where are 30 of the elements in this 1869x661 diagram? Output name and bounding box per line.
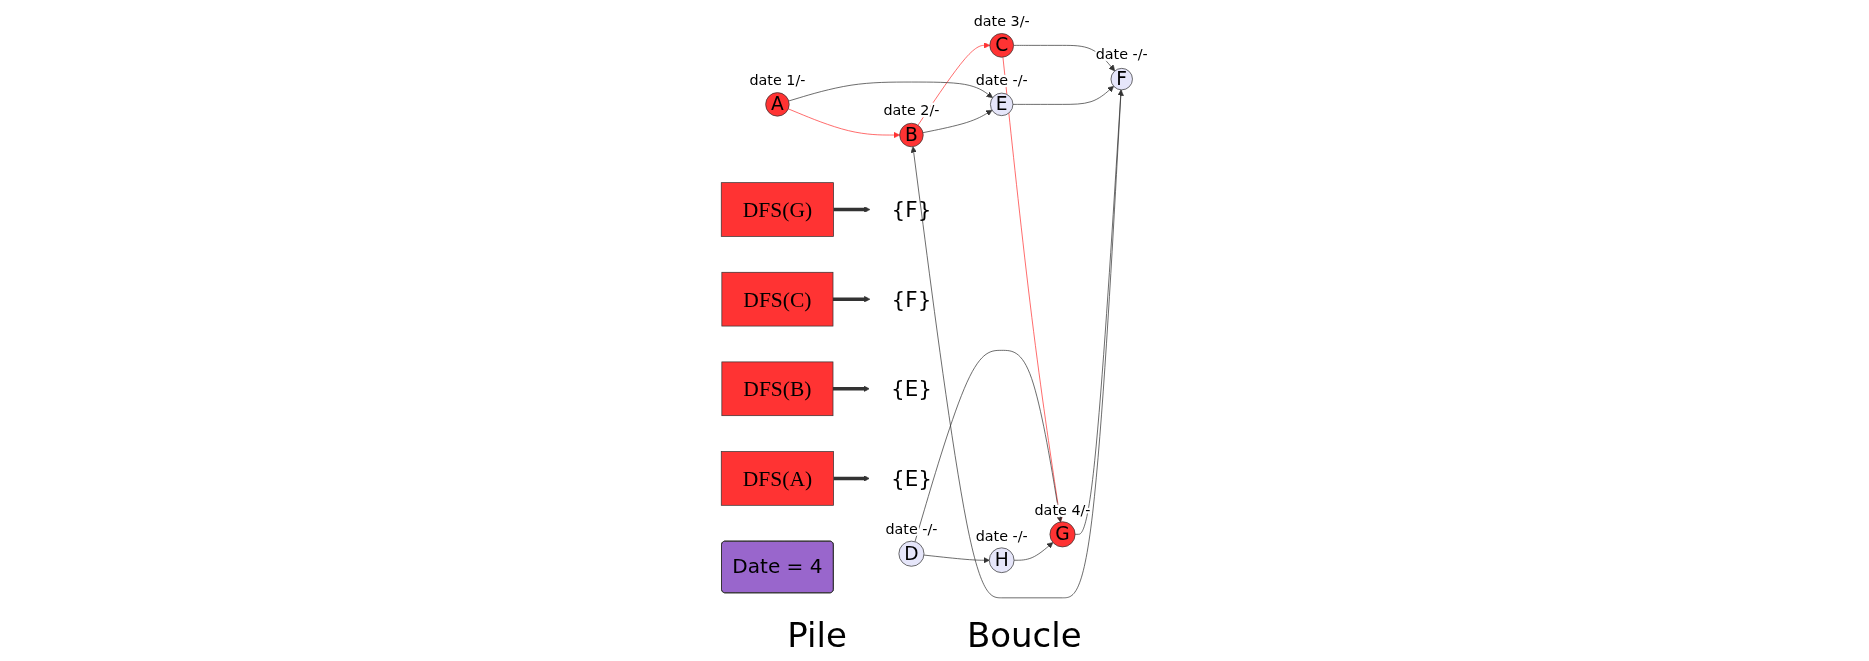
- node-box: DFS(G): [720, 181, 834, 237]
- arrow: [833, 385, 870, 392]
- arrow: [833, 295, 871, 302]
- node-box: DFS(A): [720, 450, 834, 506]
- node-circle: B: [899, 122, 924, 147]
- node-circle: A: [765, 91, 790, 116]
- date-label: date 1/-: [749, 71, 806, 88]
- column-heading: Pile: [787, 615, 847, 655]
- arrow: [833, 474, 870, 482]
- node-circle: H: [988, 547, 1015, 573]
- date-label: date 4/-: [1034, 501, 1091, 518]
- node-box: DFS(B): [721, 361, 834, 416]
- node-text: {E}: [890, 375, 932, 401]
- node-circle: D: [898, 540, 925, 567]
- node-text: {E}: [890, 465, 932, 491]
- node-circle: G: [1049, 520, 1076, 547]
- node-circle: E: [990, 92, 1014, 116]
- date-label: date -/-: [975, 71, 1028, 88]
- column-heading: Boucle: [966, 615, 1082, 655]
- date-label: date 3/-: [973, 12, 1030, 29]
- node-box: DFS(C): [721, 271, 834, 326]
- date-label: date -/-: [885, 520, 938, 537]
- date-label: date 2/-: [883, 101, 940, 118]
- date-label: date -/-: [1095, 45, 1148, 62]
- node-circle: C: [989, 32, 1014, 58]
- node-text: {F}: [891, 286, 932, 312]
- node-circle: F: [1110, 67, 1133, 90]
- arrow: [833, 205, 871, 213]
- node-text: {F}: [891, 196, 932, 222]
- date-label: date -/-: [975, 527, 1028, 543]
